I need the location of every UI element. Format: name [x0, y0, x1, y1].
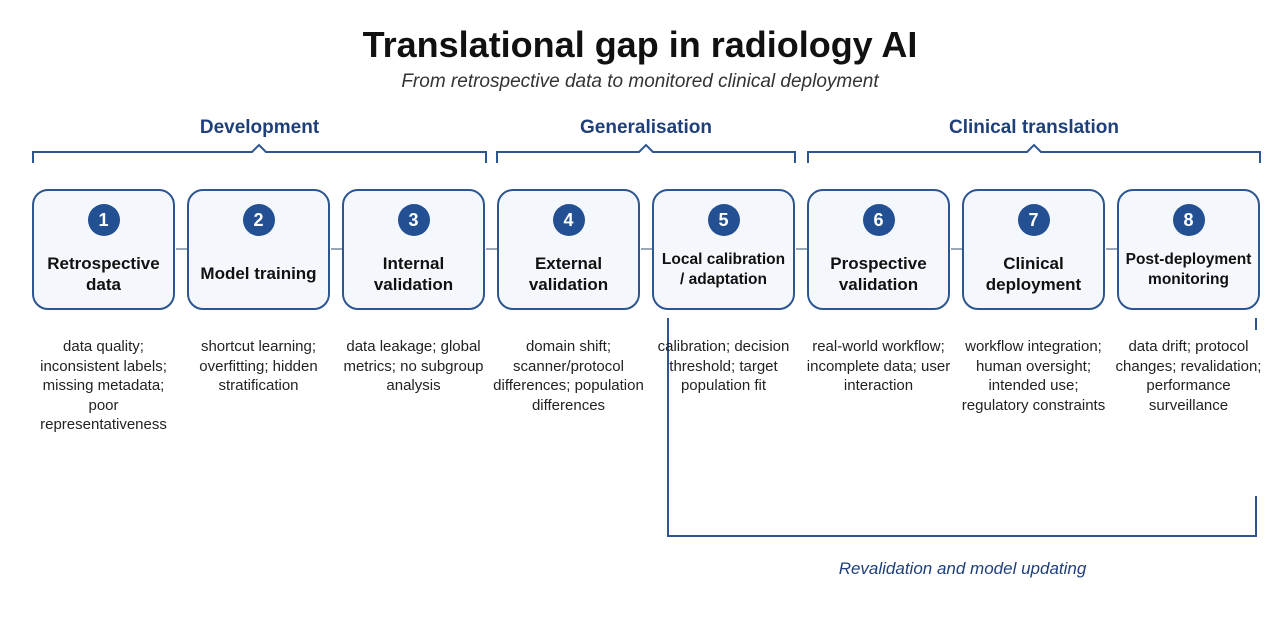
stage-box-4: 4 External validation [497, 189, 640, 310]
stage-issues-7: workflow integration; human oversight; i… [961, 338, 1106, 414]
stage-number-badge: 6 [862, 204, 895, 236]
stage-number-badge: 7 [1017, 204, 1050, 236]
stage-issues-2: shortcut learning; overfitting; hidden s… [199, 338, 318, 394]
stage-box-8: 8 Post-deployment monitoring [1117, 189, 1260, 310]
stage-number-badge: 2 [242, 204, 275, 236]
stage-box-3: 3 Internal validation [342, 189, 485, 310]
phase-label-development: Development [199, 117, 320, 138]
stage-title: Model training [200, 264, 317, 283]
stage-box-1: 1 Retrospective data [32, 189, 175, 310]
stage-box-2: 2 Model training [187, 189, 330, 310]
phase-label-generalisation: Generalisation [580, 117, 712, 138]
stage-issues-6: real-world workflow; incomplete data; us… [806, 338, 951, 394]
feedback-loop-label: Revalidation and model updating [838, 559, 1087, 578]
feedback-loop-bracket [667, 318, 1257, 537]
stage-issues-3: data leakage; global metrics; no subgrou… [343, 338, 484, 394]
stage-title: Retrospective data [47, 253, 160, 294]
stage-title: Prospective validation [830, 253, 927, 294]
stage-box-6: 6 Prospective validation [807, 189, 950, 310]
stage-title: External validation [528, 253, 609, 294]
stage-number-badge: 4 [552, 204, 585, 236]
stage-box-5: 5 Local calibration / adaptation [652, 189, 795, 310]
phase-brace-clinical-translation [807, 143, 1261, 163]
stage-title: Clinical deployment [985, 253, 1082, 294]
phase-brace-development [32, 143, 487, 163]
stage-number-badge: 1 [87, 204, 120, 236]
phase-label-clinical-translation: Clinical translation [949, 117, 1119, 138]
page-title: Translational gap in radiology AI [362, 24, 918, 65]
stage-issues-1: data quality; inconsistent labels; missi… [40, 338, 167, 433]
page-subtitle: From retrospective data to monitored cli… [401, 71, 879, 92]
stage-issues-4: domain shift; scanner/protocol differenc… [493, 338, 644, 414]
stage-number-badge: 8 [1172, 204, 1205, 236]
stage-box-7: 7 Clinical deployment [962, 189, 1105, 310]
stage-title: Internal validation [373, 253, 454, 294]
stage-issues-8: data drift; protocol changes; revalidati… [1115, 338, 1262, 414]
stage-number-badge: 3 [397, 204, 430, 236]
stage-number-badge: 5 [707, 204, 740, 236]
stage-title: Post-deployment monitoring [1125, 250, 1252, 288]
stage-issues-5: calibration; decision threshold; target … [657, 338, 790, 394]
stage-title: Local calibration / adaptation [661, 250, 786, 288]
phase-brace-generalisation [496, 143, 796, 163]
